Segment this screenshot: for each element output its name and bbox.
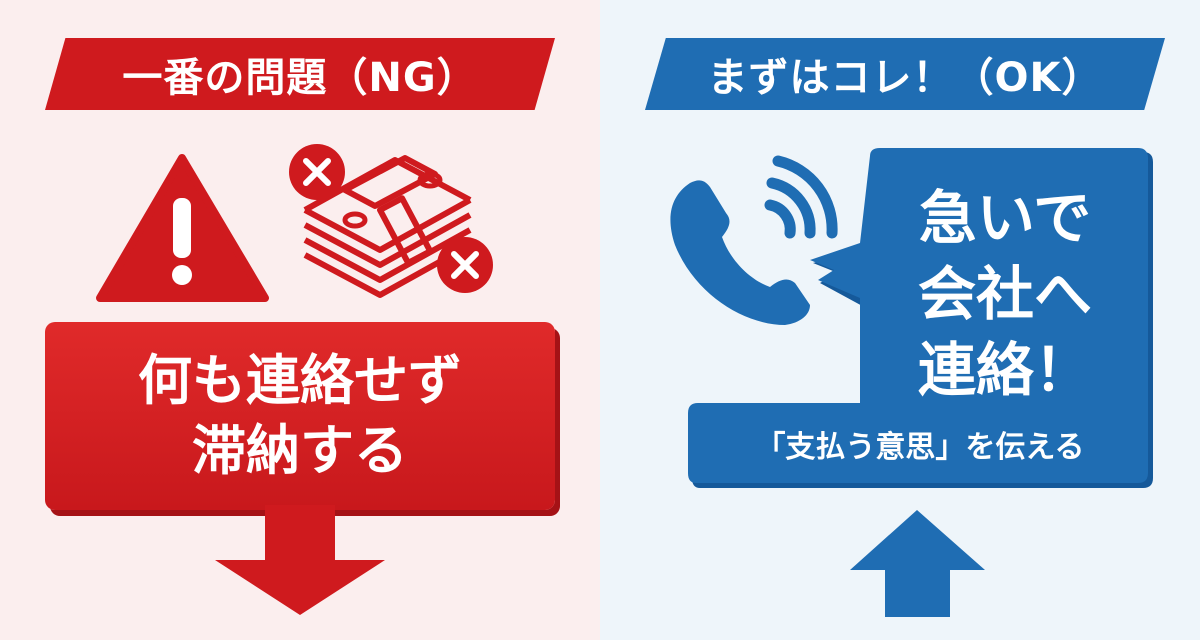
x-circle-icon (437, 237, 493, 293)
ok-submessage: 「支払う意思」を伝える (755, 430, 1085, 465)
up-arrow-icon (850, 510, 985, 617)
x-circle-icon (289, 144, 345, 200)
money-stack-icon (289, 144, 493, 298)
ng-line-2: 滞納する (192, 419, 408, 482)
warning-icon (96, 154, 269, 302)
ok-line-2: 会社へ (917, 260, 1092, 328)
ng-line-1: 何も連絡せず (138, 349, 462, 412)
ok-message: 急いで 会社へ 連絡！ (890, 180, 1120, 408)
down-arrow-icon (215, 505, 385, 615)
ng-banner: 一番の問題（NG） (45, 38, 555, 110)
ok-line-3: 連絡！ (917, 336, 1092, 404)
phone-icon (670, 155, 838, 325)
ok-panel: まずはコレ！（OK） 急いで 会社へ 連絡！ 「支払う意思」を伝える (600, 0, 1200, 640)
ok-banner: まずはコレ！（OK） (645, 38, 1165, 110)
ng-panel: 一番の問題（NG） 何も連絡せず 滞納する (45, 38, 555, 615)
speech-bubble (688, 148, 1153, 488)
ng-message-box: 何も連絡せず 滞納する (45, 322, 555, 510)
ok-line-1: 急いで (918, 184, 1092, 252)
